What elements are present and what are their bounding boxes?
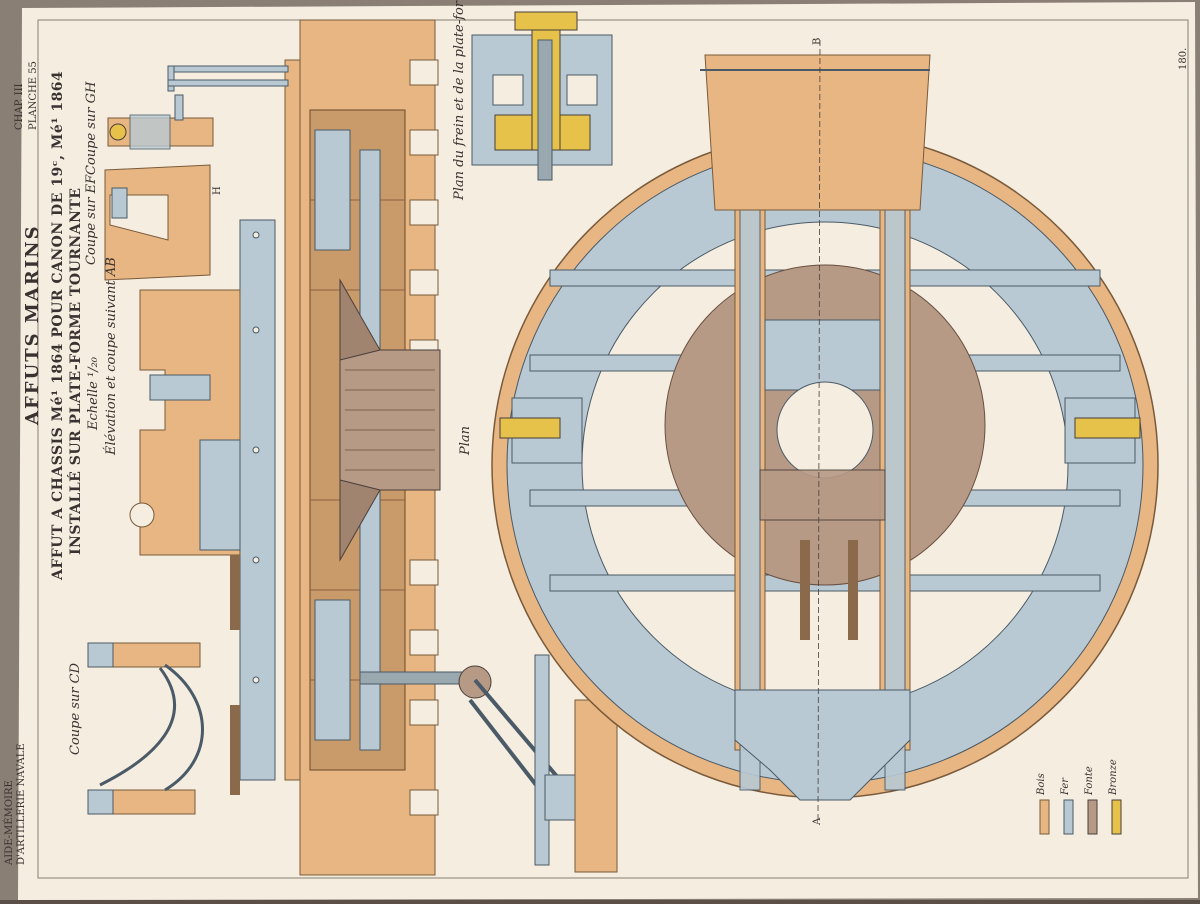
bottom-left-line2: D'ARTILLERIE NAVALE — [16, 743, 27, 865]
bottom-left-line1: AIDE-MÉMOIRE — [4, 780, 15, 865]
coupe-ef-drawing — [104, 164, 211, 281]
side-title: AFFUTS MARINS — [22, 224, 43, 425]
coupe-gh-drawing — [107, 94, 214, 150]
frein-plan-label: Plan du frein et de la plate-forme — [452, 0, 467, 200]
legend-swatch-fer — [1063, 799, 1074, 835]
elevation-label: Élévation et coupe suivant AB — [104, 257, 119, 455]
scale-label: Echelle ¹/₂₀ — [86, 357, 101, 430]
coupe-ef-label: Coupe sur EF — [84, 174, 99, 265]
section-h-mark: H — [212, 186, 223, 195]
legend-label-fonte: Fonte — [1084, 766, 1095, 795]
section-b-mark: B — [812, 37, 823, 45]
legend-swatch-bois — [1039, 799, 1050, 835]
coupe-cd-label: Coupe sur CD — [68, 662, 83, 755]
legend-swatch-fonte — [1087, 799, 1098, 835]
frein-plan-drawing — [471, 11, 613, 181]
page-number: 180. — [1178, 47, 1189, 70]
elevation-drawing — [129, 19, 618, 876]
subtitle: INSTALLÉ SUR PLATE-FORME TOURNANTE — [68, 187, 84, 555]
plan-label: Plan — [458, 425, 473, 455]
planche-label: PLANCHE 55 — [28, 61, 39, 130]
legend-swatch-bronze — [1111, 799, 1122, 835]
plate-border — [37, 19, 1189, 879]
coupe-gh-label: Coupe sur GH — [84, 81, 99, 175]
legend-label-fer: Fer — [1060, 777, 1071, 795]
coupe-cd-drawing — [87, 642, 204, 815]
legend-label-bronze: Bronze — [1108, 759, 1119, 795]
turntable-plan-drawing — [491, 39, 1159, 821]
legend-swatches — [1039, 799, 1122, 835]
chapter-label: CHAP. III — [14, 83, 25, 130]
legend-label-bois: Bois — [1036, 773, 1047, 795]
section-a-mark: A — [812, 817, 823, 825]
main-title: AFFUT A CHASSIS Mé¹ 1864 POUR CANON DE 1… — [50, 70, 66, 580]
